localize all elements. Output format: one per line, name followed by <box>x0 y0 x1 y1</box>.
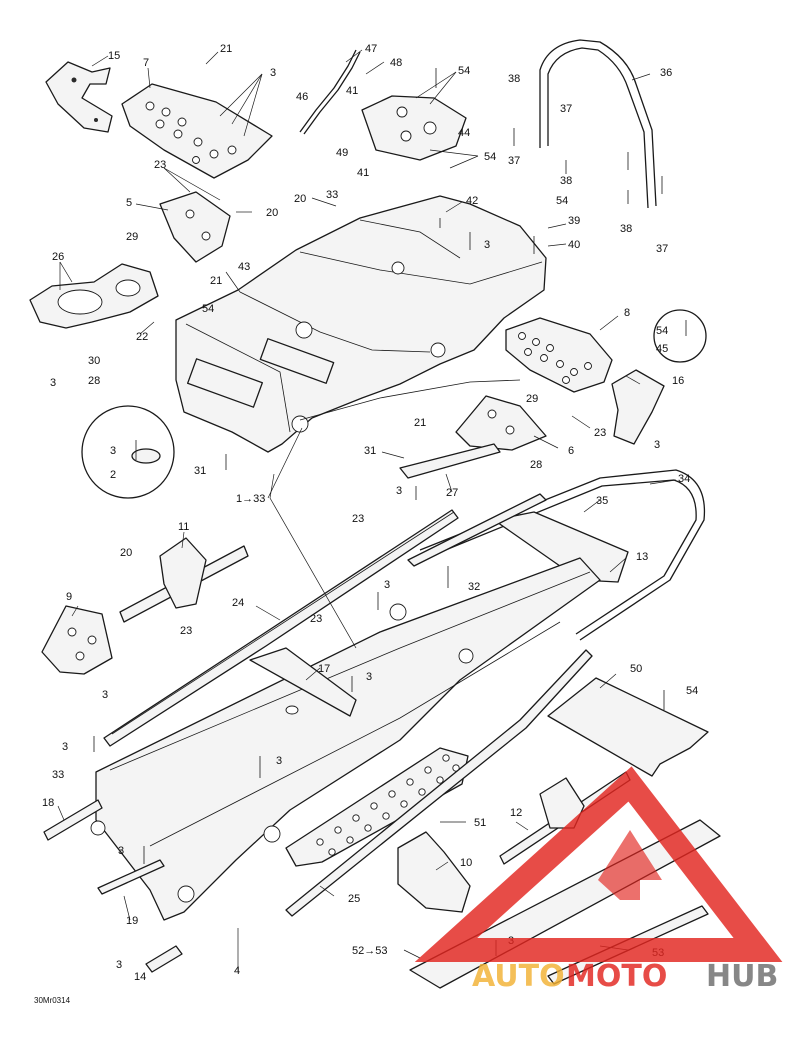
callout-label: 22 <box>136 331 148 343</box>
callout-label: 9 <box>66 591 72 603</box>
callout-labels: 15 7 21 3 47 48 41 54 36 38 37 46 44 49 … <box>34 43 698 1005</box>
watermark-triangle <box>414 766 783 962</box>
callout-label: 3 <box>62 741 68 753</box>
callout-label: 2 <box>110 469 116 481</box>
watermark-logo: AUTO MOTO HUB <box>414 766 783 994</box>
callout-label: 28 <box>88 375 100 387</box>
callout-label: 54 <box>458 65 470 77</box>
callout-label: 36 <box>660 67 672 79</box>
callout-label: 41 <box>346 85 358 97</box>
callout-label: 25 <box>348 893 360 905</box>
callout-label: 3 <box>396 485 402 497</box>
callout-label: 3 <box>50 377 56 389</box>
callout-label: 27 <box>446 487 458 499</box>
callout-label: 21 <box>210 275 222 287</box>
callout-label: 1→33 <box>236 493 265 505</box>
callout-label: 20 <box>120 547 132 559</box>
callout-label: 37 <box>508 155 520 167</box>
callout-label: 38 <box>508 73 520 85</box>
callout-label: 15 <box>108 50 120 62</box>
callout-label: 10 <box>460 857 472 869</box>
watermark-text-auto: AUTO <box>472 959 565 994</box>
watermark-inner-mark <box>598 830 662 900</box>
callout-label: 18 <box>42 797 54 809</box>
callout-label: 43 <box>238 261 250 273</box>
callout-label: 40 <box>568 239 580 251</box>
watermark-text-moto: MOTO <box>566 959 667 994</box>
callout-label: 6 <box>568 445 574 457</box>
callout-label: 44 <box>458 127 470 139</box>
callout-label: 38 <box>620 223 632 235</box>
callout-label: 34 <box>678 473 690 485</box>
callout-label: 45 <box>656 343 668 355</box>
callout-label: 3 <box>366 671 372 683</box>
callout-label: 20 <box>266 207 278 219</box>
callout-label: 33 <box>52 769 64 781</box>
callout-label: 54 <box>484 151 496 163</box>
callout-label: 3 <box>116 959 122 971</box>
callout-label: 41 <box>357 167 369 179</box>
callout-label: 19 <box>126 915 138 927</box>
callout-label: 3 <box>110 445 116 457</box>
callout-label: 3 <box>654 439 660 451</box>
callout-label: 31 <box>194 465 206 477</box>
callout-label: 23 <box>180 625 192 637</box>
callout-label: 37 <box>656 243 668 255</box>
callout-label: 46 <box>296 91 308 103</box>
callout-label: 16 <box>672 375 684 387</box>
callout-label: 52→53 <box>352 945 387 957</box>
watermark-text-hub: HUB <box>706 959 778 994</box>
callout-label: 7 <box>143 57 149 69</box>
callout-label: 39 <box>568 215 580 227</box>
callout-label: 20 <box>294 193 306 205</box>
callout-label: 23 <box>310 613 322 625</box>
callout-label: 4 <box>234 965 240 977</box>
drawing-code: 30Mr0314 <box>34 996 71 1005</box>
callout-label: 26 <box>52 251 64 263</box>
callout-label: 51 <box>474 817 486 829</box>
callout-label: 54 <box>556 195 568 207</box>
callout-label: 35 <box>596 495 608 507</box>
callout-label: 24 <box>232 597 244 609</box>
callout-label: 3 <box>484 239 490 251</box>
callout-label: 5 <box>126 197 132 209</box>
callout-label: 23 <box>352 513 364 525</box>
callout-label: 31 <box>364 445 376 457</box>
callout-label: 3 <box>102 689 108 701</box>
callout-label: 54 <box>686 685 698 697</box>
callout-label: 37 <box>560 103 572 115</box>
callout-label: 48 <box>390 57 402 69</box>
callout-label: 54 <box>656 325 668 337</box>
callout-label: 54 <box>202 303 214 315</box>
callout-label: 23 <box>594 427 606 439</box>
callout-label: 3 <box>384 579 390 591</box>
callout-label: 49 <box>336 147 348 159</box>
callout-label: 42 <box>466 195 478 207</box>
callout-label: 21 <box>414 417 426 429</box>
callout-label: 21 <box>220 43 232 55</box>
callout-label: 23 <box>154 159 166 171</box>
callout-label: 3 <box>270 67 276 79</box>
callout-label: 29 <box>126 231 138 243</box>
callout-label: 3 <box>276 755 282 767</box>
callout-label: 30 <box>88 355 100 367</box>
callout-label: 33 <box>326 189 338 201</box>
callout-label: 17 <box>318 663 330 675</box>
callout-label: 13 <box>636 551 648 563</box>
callout-label: 12 <box>510 807 522 819</box>
callout-label: 29 <box>526 393 538 405</box>
callout-label: 11 <box>178 521 189 533</box>
frame-linework <box>29 39 721 989</box>
callout-label: 28 <box>530 459 542 471</box>
callout-label: 38 <box>560 175 572 187</box>
callout-label: 8 <box>624 307 630 319</box>
callout-label: 50 <box>630 663 642 675</box>
callout-label: 14 <box>134 971 146 983</box>
callout-label: 47 <box>365 43 377 55</box>
callout-label: 32 <box>468 581 480 593</box>
callout-label: 3 <box>118 845 124 857</box>
